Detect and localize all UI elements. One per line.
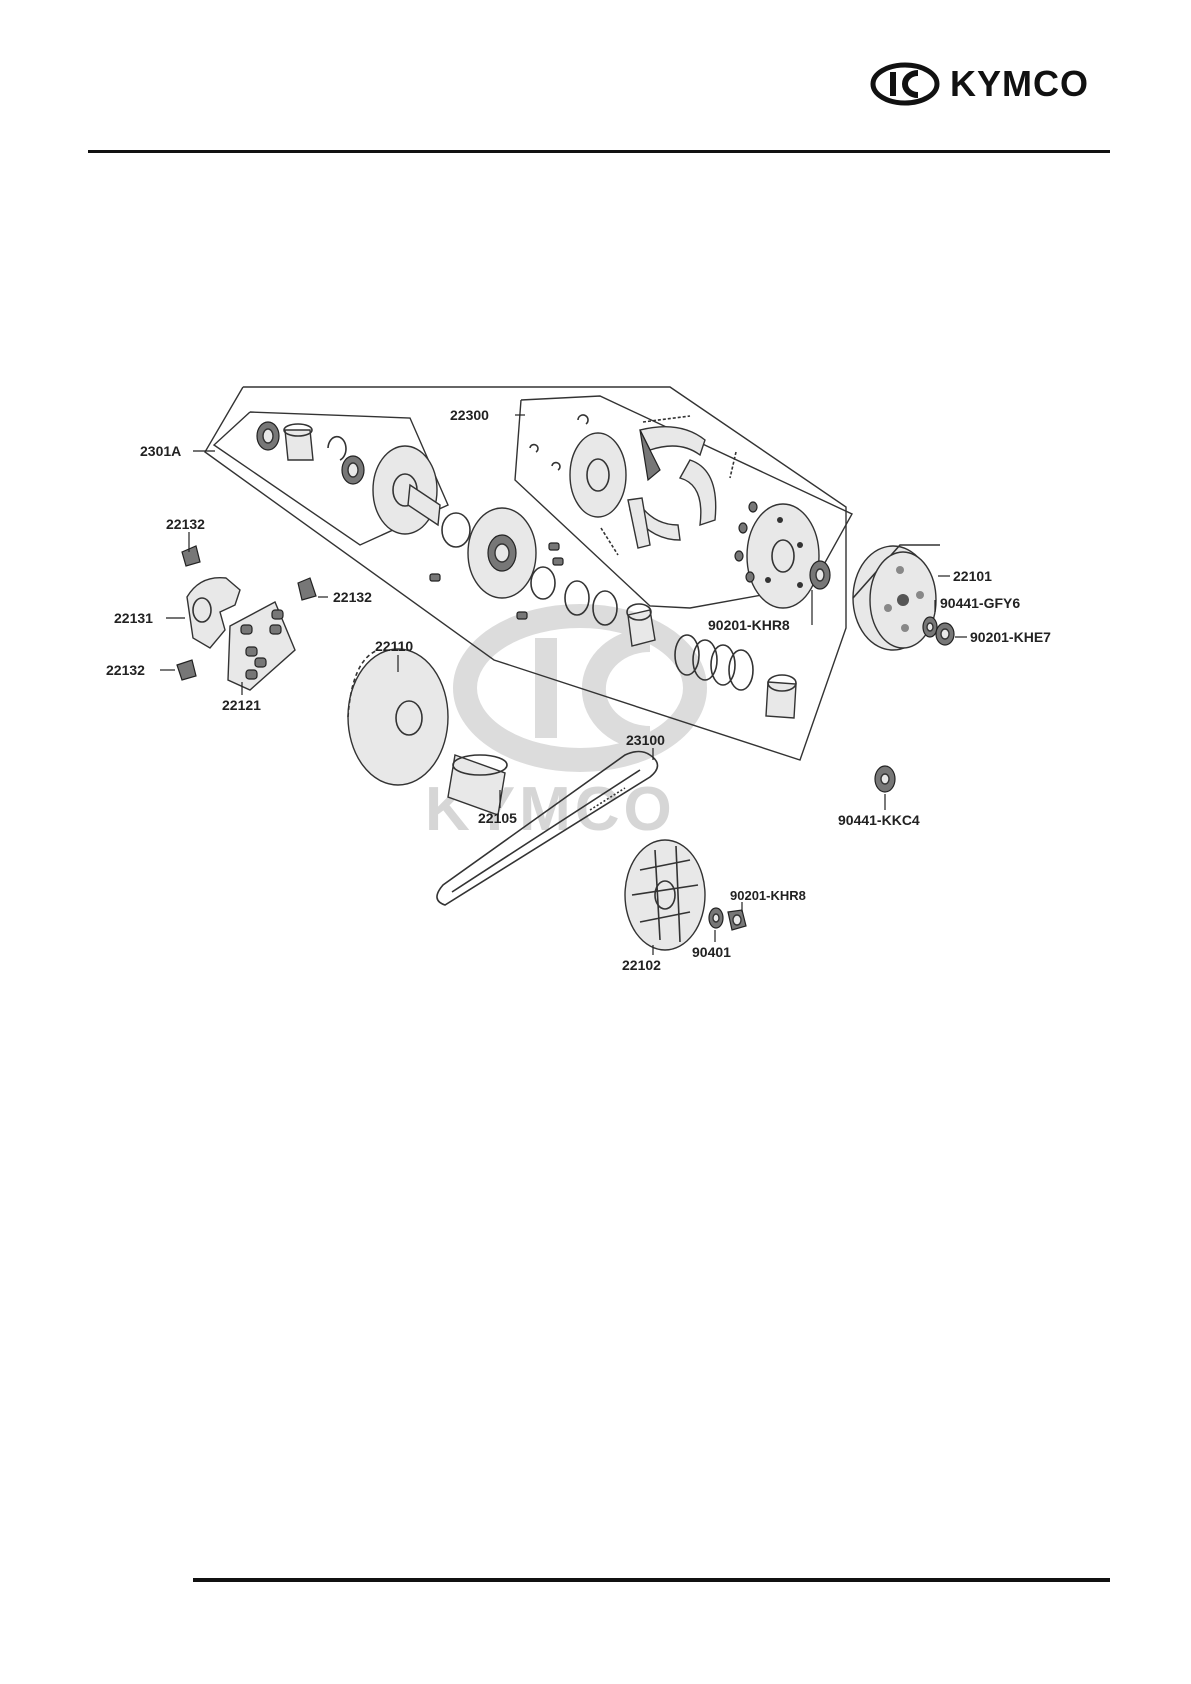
clutch-nut	[810, 561, 830, 589]
washer-90401	[709, 908, 723, 928]
label-22132-right: 22132	[333, 589, 372, 605]
washer-90441-GFY6	[923, 617, 937, 637]
label-23100: 23100	[626, 732, 665, 748]
label-90201-KHR8-clutch: 90201-KHR8	[708, 617, 790, 633]
fixed-drive-face	[625, 840, 705, 950]
leader-lines	[160, 415, 967, 955]
label-22300: 22300	[450, 407, 489, 423]
label-22105: 22105	[478, 810, 517, 826]
fixed-driven-face	[373, 446, 440, 534]
label-90201-KHE7: 90201-KHE7	[970, 629, 1051, 645]
slider-piece-right	[298, 578, 316, 600]
watermark: KYMCO	[425, 616, 695, 844]
label-22110: 22110	[375, 638, 413, 654]
drive-plate	[747, 504, 819, 608]
slider-piece-bottom	[177, 660, 196, 680]
label-90441-KKC4: 90441-KKC4	[838, 812, 920, 828]
nut-90201-KHE7	[936, 623, 954, 645]
watermark-emblem-bar	[535, 638, 557, 738]
movable-driven-face	[468, 508, 536, 598]
o-ring-1	[442, 513, 470, 547]
circlip-a	[328, 437, 346, 460]
label-22102: 22102	[622, 957, 661, 973]
clutch-spring-lower	[601, 528, 618, 555]
clutch-weight-arm	[628, 498, 650, 548]
label-90441-GFY6: 90441-GFY6	[940, 595, 1020, 611]
o-ring-2	[531, 567, 555, 599]
clutch-spring-side	[730, 452, 736, 478]
label-22121: 22121	[222, 697, 261, 713]
label-2301A: 2301A	[140, 443, 181, 459]
oil-seal	[342, 456, 364, 484]
watermark-emblem-arc	[594, 640, 650, 738]
spring-seat-collar	[766, 675, 796, 718]
seal-collar	[627, 604, 655, 646]
label-22101: 22101	[953, 568, 992, 584]
clutch-plate-disc	[570, 433, 626, 517]
label-90401: 90401	[692, 944, 731, 960]
driven-pulley-bearing	[257, 422, 279, 450]
label-22132-bottom: 22132	[106, 662, 145, 678]
slider-piece-top	[182, 546, 200, 566]
needle-bearing-sleeve	[284, 424, 313, 460]
weight-rollers	[228, 602, 295, 690]
label-90201-KHR8-drive: 90201-KHR8	[730, 888, 806, 903]
label-22131: 22131	[114, 610, 153, 626]
washer-90441-KKC4	[875, 766, 895, 792]
label-22132-top: 22132	[166, 516, 205, 532]
nut-90201-KHR8-drive	[728, 910, 746, 930]
